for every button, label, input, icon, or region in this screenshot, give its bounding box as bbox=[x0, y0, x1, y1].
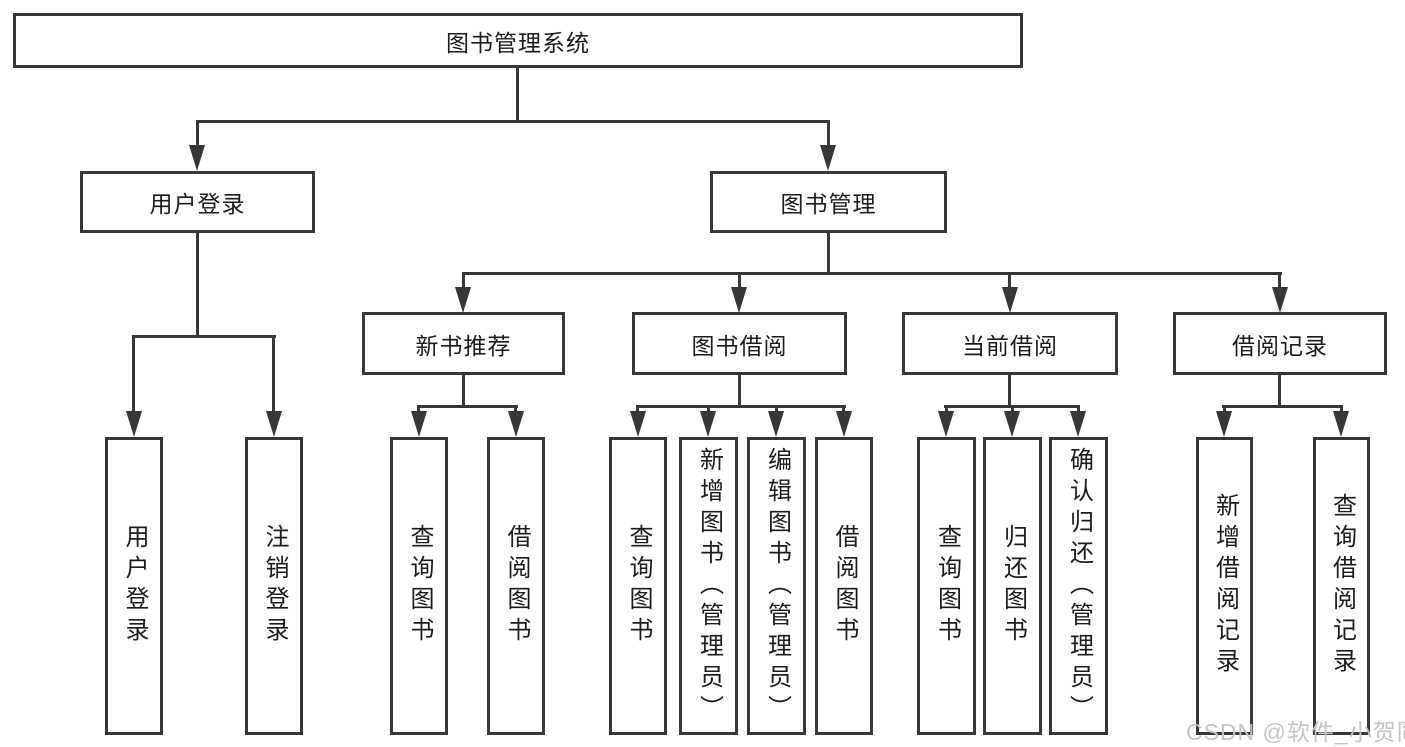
leaf-query-books-borrow: 查询图书 bbox=[609, 437, 667, 735]
node-label: 查询图书 bbox=[625, 524, 652, 648]
leaf-query-borrow-record: 查询借阅记录 bbox=[1313, 437, 1370, 735]
node-book-borrowing: 图书借阅 bbox=[632, 312, 847, 375]
arrowhead-down-icon bbox=[630, 411, 646, 437]
connector-segment bbox=[1222, 405, 1343, 408]
arrowhead-down-icon bbox=[1333, 411, 1349, 437]
node-label: 查询图书 bbox=[406, 524, 433, 648]
connector-segment bbox=[196, 120, 830, 123]
leaf-user-login: 用户登录 bbox=[105, 437, 163, 735]
arrowhead-down-icon bbox=[836, 411, 852, 437]
connector-segment bbox=[1008, 272, 1011, 289]
node-borrowing-records: 借阅记录 bbox=[1173, 312, 1387, 375]
leaf-edit-books-admin: 编辑图书（管理员） bbox=[747, 437, 806, 735]
connector-segment bbox=[514, 405, 517, 413]
arrowhead-down-icon bbox=[411, 411, 427, 437]
arrowhead-down-icon bbox=[508, 411, 524, 437]
leaf-add-borrow-record: 新增借阅记录 bbox=[1196, 437, 1253, 735]
arrowhead-down-icon bbox=[1004, 411, 1020, 437]
arrowhead-down-icon bbox=[1070, 411, 1086, 437]
connector-segment bbox=[462, 272, 1282, 275]
arrowhead-down-icon bbox=[1216, 411, 1232, 437]
connector-segment bbox=[132, 335, 276, 338]
connector-segment bbox=[636, 405, 846, 408]
node-user-login: 用户登录 bbox=[80, 171, 315, 233]
connector-segment bbox=[1340, 405, 1343, 413]
connector-segment bbox=[272, 335, 275, 413]
arrowhead-down-icon bbox=[700, 411, 716, 437]
node-label: 新增图书（管理员） bbox=[695, 446, 723, 726]
leaf-confirm-return-admin: 确认归还（管理员） bbox=[1049, 437, 1108, 735]
node-label: 注销登录 bbox=[261, 524, 288, 648]
connector-segment bbox=[775, 405, 778, 413]
connector-segment bbox=[1077, 405, 1080, 413]
node-label: 借阅图书 bbox=[503, 524, 530, 648]
leaf-borrow-books-recommend: 借阅图书 bbox=[487, 437, 545, 735]
connector-segment bbox=[516, 68, 519, 120]
leaf-query-books-recommend: 查询图书 bbox=[390, 437, 448, 735]
node-label: 新书推荐 bbox=[415, 332, 512, 359]
node-library-management-system: 图书管理系统 bbox=[13, 13, 1023, 68]
node-new-book-recommendation: 新书推荐 bbox=[362, 312, 565, 375]
node-label: 当前借阅 bbox=[962, 332, 1058, 359]
leaf-return-books: 归还图书 bbox=[983, 437, 1042, 735]
node-label: 图书管理系统 bbox=[446, 29, 590, 56]
connector-segment bbox=[417, 405, 518, 408]
connector-segment bbox=[462, 375, 465, 405]
connector-segment bbox=[196, 233, 199, 335]
node-label: 借阅记录 bbox=[1232, 332, 1328, 359]
node-label: 查询借阅记录 bbox=[1328, 493, 1356, 679]
connector-segment bbox=[827, 233, 830, 272]
connector-segment bbox=[738, 375, 741, 405]
connector-segment bbox=[945, 405, 948, 413]
node-label: 查询图书 bbox=[933, 524, 961, 648]
arrowhead-down-icon bbox=[1272, 287, 1288, 313]
arrowhead-down-icon bbox=[1002, 287, 1018, 313]
connector-segment bbox=[827, 120, 830, 147]
arrowhead-down-icon bbox=[189, 145, 205, 171]
connector-segment bbox=[738, 272, 741, 289]
arrowhead-down-icon bbox=[126, 411, 142, 437]
connector-segment bbox=[707, 405, 710, 413]
connector-segment bbox=[1008, 375, 1011, 405]
node-label: 用户登录 bbox=[121, 524, 148, 648]
connector-segment bbox=[636, 405, 639, 413]
connector-segment bbox=[132, 335, 135, 413]
arrowhead-down-icon bbox=[938, 411, 954, 437]
connector-segment bbox=[1278, 375, 1281, 405]
node-book-management: 图书管理 bbox=[710, 171, 947, 233]
node-label: 归还图书 bbox=[999, 524, 1027, 648]
node-current-borrowing: 当前借阅 bbox=[902, 312, 1118, 375]
connector-segment bbox=[417, 405, 420, 413]
node-label: 用户登录 bbox=[149, 191, 246, 217]
arrowhead-down-icon bbox=[820, 145, 836, 171]
node-label: 新增借阅记录 bbox=[1211, 493, 1239, 679]
node-label: 借阅图书 bbox=[831, 524, 858, 648]
leaf-borrow-books: 借阅图书 bbox=[815, 437, 873, 735]
arrowhead-down-icon bbox=[455, 287, 471, 313]
arrowhead-down-icon bbox=[768, 411, 784, 437]
connector-segment bbox=[196, 120, 199, 147]
node-label: 图书借阅 bbox=[691, 332, 788, 359]
connector-segment bbox=[842, 405, 845, 413]
leaf-logout: 注销登录 bbox=[245, 437, 303, 735]
leaf-query-books-current: 查询图书 bbox=[917, 437, 976, 735]
node-label: 编辑图书（管理员） bbox=[763, 446, 791, 726]
watermark-text: CSDN @软件_小贺同学 bbox=[1186, 719, 1405, 745]
connector-segment bbox=[1278, 272, 1281, 289]
arrowhead-down-icon bbox=[266, 411, 282, 437]
connector-segment bbox=[1011, 405, 1014, 413]
node-label: 确认归还（管理员） bbox=[1065, 446, 1093, 726]
node-label: 图书管理 bbox=[780, 191, 877, 217]
arrowhead-down-icon bbox=[731, 287, 747, 313]
leaf-add-books-admin: 新增图书（管理员） bbox=[679, 437, 738, 735]
connector-segment bbox=[462, 272, 465, 289]
connector-segment bbox=[1223, 405, 1226, 413]
